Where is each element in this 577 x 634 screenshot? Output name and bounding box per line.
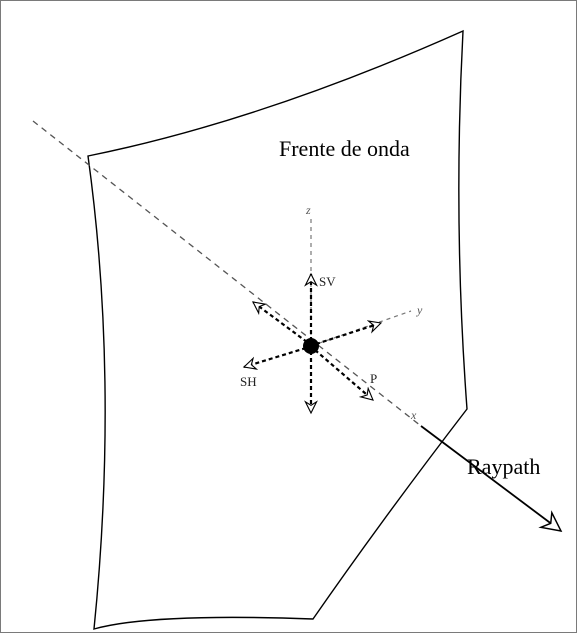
raypath-arrow: [420, 425, 561, 531]
p-arrow-forward: [314, 349, 373, 401]
x-axis-label: x: [410, 408, 417, 422]
wavefront-surface: [87, 29, 468, 630]
particle-dot: [303, 338, 319, 354]
p-arrow-back: [253, 301, 308, 343]
sv-label: SV: [319, 274, 336, 289]
wavefront-label: Frente de onda: [279, 136, 410, 161]
sh-label: SH: [240, 374, 257, 389]
p-label: P: [370, 371, 377, 386]
z-axis-label: z: [305, 203, 311, 217]
ray-dashed-line: [32, 120, 422, 427]
y-axis-line: [310, 310, 412, 347]
y-axis-label: y: [416, 303, 423, 317]
raypath-label: Raypath: [467, 454, 540, 479]
sh-arrow-right: [315, 323, 381, 346]
sh-arrow-left: [244, 346, 307, 367]
